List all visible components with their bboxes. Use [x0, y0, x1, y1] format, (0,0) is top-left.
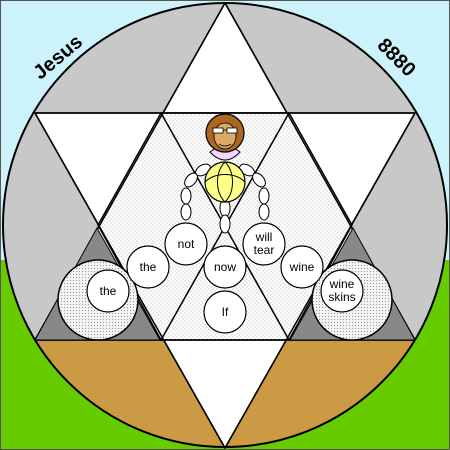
word-not: not: [178, 237, 195, 251]
jesus-figure-icon: [180, 113, 270, 234]
word-circle-wine: [280, 245, 324, 289]
word-wine-2: wine: [329, 277, 355, 291]
word-the-left: the: [100, 284, 117, 298]
word-circle-wine-skins: [320, 269, 364, 313]
word-circle-will-tear: [242, 222, 286, 266]
word-now: now: [214, 260, 236, 274]
word-tear: tear: [254, 243, 275, 257]
word-circle-the-mid: [126, 245, 170, 289]
word-will: will: [255, 230, 273, 244]
word-if: If: [222, 305, 229, 319]
word-circle-if: [203, 290, 247, 334]
word-skins: skins: [328, 290, 355, 304]
word-circle-not: [164, 222, 208, 266]
word-wine: wine: [289, 260, 315, 274]
word-the-mid: the: [140, 260, 157, 274]
word-circle-now: [203, 245, 247, 289]
word-circle-the-left: [86, 269, 130, 313]
